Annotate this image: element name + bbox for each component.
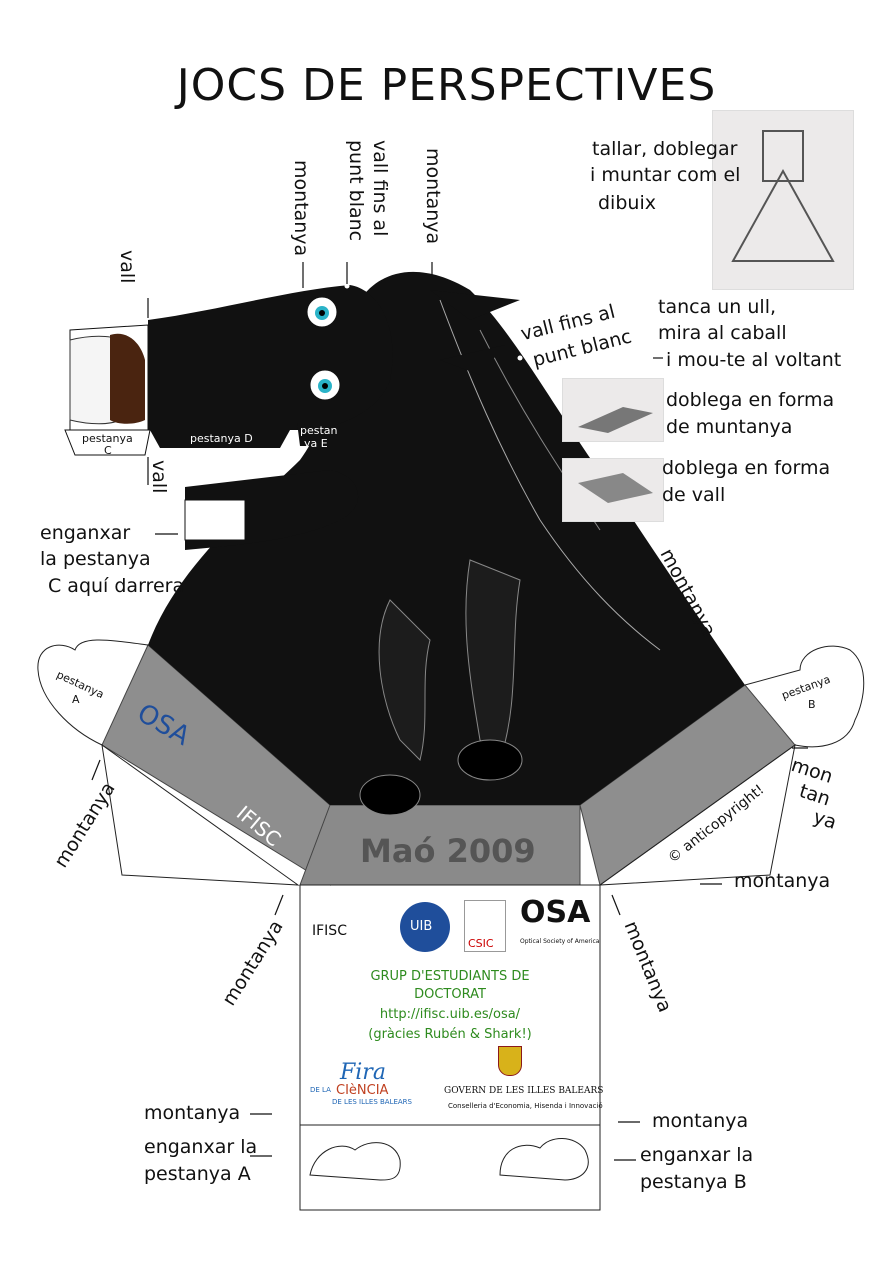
label-vall: vall — [148, 460, 170, 494]
uib-logo: UIB — [400, 902, 450, 952]
instruction-line: C aquí darrera — [48, 575, 185, 597]
fira-ciencia: CIèNCIA — [336, 1083, 389, 1098]
sponsor-panel: IFISC UIB CSIC OSA Optical Society of Am… — [302, 890, 603, 1122]
leader-lines — [91, 262, 808, 1161]
instruction-line: de muntanya — [666, 416, 793, 438]
osa-subtitle: Optical Society of America — [520, 938, 600, 945]
instruction-line: pestanya A — [144, 1163, 251, 1185]
template-outlines — [37, 639, 865, 1211]
ifisc-logo: IFISC — [312, 923, 347, 939]
instruction-line: i mou-te al voltant — [666, 349, 842, 371]
fira-illes: DE LES ILLES BALEARS — [332, 1098, 412, 1106]
mountain-fold-photo — [562, 378, 664, 442]
instruction-line: i muntar com el — [590, 164, 741, 186]
instruction-line: tanca un ull, — [658, 296, 777, 318]
instruction-line: enganxar — [40, 522, 131, 544]
instruction-line: la pestanya — [40, 548, 151, 570]
instruction-line: mira al caball — [658, 322, 787, 344]
page-title: JOCS DE PERSPECTIVES — [176, 60, 717, 111]
tab-label: C — [104, 444, 112, 457]
label-montanya: montanya — [144, 1102, 241, 1124]
instruction-line: pestanya B — [640, 1171, 747, 1193]
credits: (gràcies Rubén & Shark!) — [368, 1027, 532, 1042]
tab-label: pestanya — [82, 432, 133, 445]
label-montanya: montanya — [734, 870, 831, 892]
instruction-line: dibuix — [598, 192, 656, 214]
tab-label: B — [808, 698, 816, 711]
govern-logo: GOVERN DE LES ILLES BALEARS — [444, 1086, 604, 1096]
instruction-line: doblega en forma — [662, 457, 831, 479]
stone-base — [101, 644, 796, 886]
label-vall: vall — [116, 250, 138, 284]
tab-label: A — [72, 693, 80, 706]
tab-label: ya E — [304, 437, 328, 450]
mao-2009: Maó 2009 — [360, 832, 536, 870]
valley-fold-photo — [562, 458, 664, 522]
horse-head — [64, 285, 520, 550]
instruction-line: de vall — [662, 484, 726, 506]
instruction-line: enganxar la — [144, 1136, 258, 1158]
osa-logo: OSA — [520, 895, 591, 930]
label-vall-fins: vall fins al punt blanc — [345, 140, 391, 242]
instruction-line: enganxar la — [640, 1144, 754, 1166]
govern-conselleria: Conselleria d'Economia, Hisenda i Innova… — [448, 1102, 603, 1110]
label-montanya: montanya — [290, 160, 312, 257]
instruction-line: tallar, doblegar — [592, 138, 738, 160]
grup-line: DOCTORAT — [414, 987, 486, 1002]
fira-logo: Fira — [340, 1060, 386, 1085]
instruction-line: doblega en forma — [666, 389, 835, 411]
grup-line: GRUP D'ESTUDIANTS DE — [370, 969, 530, 984]
fira-de-la: DE LA — [310, 1086, 331, 1094]
project-url[interactable]: http://ifisc.uib.es/osa/ — [379, 1007, 521, 1022]
horse-body — [148, 271, 745, 816]
tab-label: pestanya D — [190, 432, 253, 445]
label-montanya: montanya — [652, 1110, 749, 1132]
tab-label: pestan — [300, 424, 338, 437]
fold-point — [344, 283, 350, 289]
csic-logo: CSIC — [464, 900, 506, 952]
govern-shield-icon — [498, 1046, 522, 1076]
assembly-photo — [712, 110, 854, 290]
fold-point — [517, 355, 523, 361]
label-montanya: montanya — [422, 148, 444, 245]
